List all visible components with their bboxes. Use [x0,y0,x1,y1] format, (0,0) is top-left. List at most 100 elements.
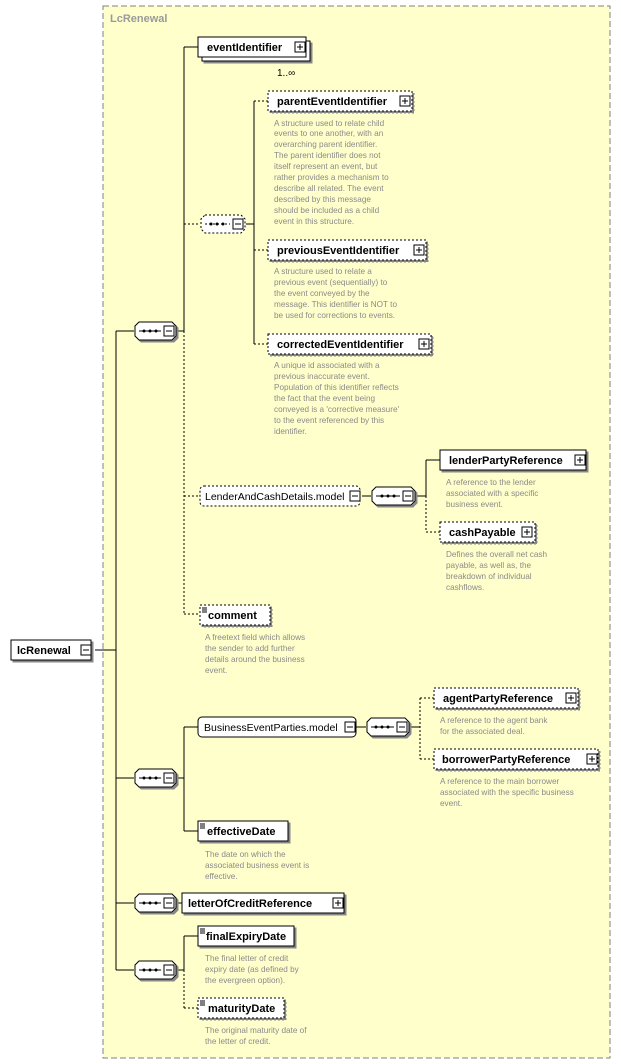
business-event-parties-group[interactable]: BusinessEventParties.model [197,716,357,738]
doc-line: identifier. [274,427,307,436]
corrected-event-identifier-label: correctedEventIdentifier [277,339,404,351]
parent-event-identifier-label: parentEventIdentifier [277,96,388,108]
lender-and-cash-details-group[interactable]: LenderAndCashDetails.model [199,485,361,507]
doc-line: Defines the overall net cash [446,550,547,559]
expand-icon[interactable] [332,897,344,909]
event-identifier-node[interactable]: eventIdentifier 1..∞ [197,36,311,79]
doc-line: event. [205,666,227,675]
simple-type-icon [202,607,207,613]
doc-line: A reference to the main borrower [440,777,560,786]
doc-line: for the associated deal. [440,727,525,736]
agent-party-reference-label: agentPartyReference [443,693,553,705]
doc-line: the letter of credit. [205,1037,271,1046]
doc-borrower-party-reference: A reference to the main borrower associa… [440,777,574,808]
final-expiry-date-node[interactable]: finalExpiryDate [197,925,295,947]
doc-final-expiry-date: The final letter of credit expiry date (… [205,954,300,985]
doc-line: events to one another, with an [274,129,384,138]
doc-line: details around the business [205,655,305,664]
collapse-icon[interactable] [80,644,92,656]
business-event-parties-label: BusinessEventParties.model [204,722,338,734]
effective-date-node[interactable]: effectiveDate [197,820,289,842]
collapse-icon[interactable] [349,490,361,502]
doc-line: Population of this identifier reflects [274,383,399,392]
collapse-icon[interactable] [344,721,356,733]
doc-corrected-event-identifier: A unique id associated with a previous i… [274,361,400,436]
doc-line: the sender to add further [205,644,295,653]
doc-line: The final letter of credit [205,954,289,963]
expand-icon[interactable] [399,95,411,107]
letter-of-credit-reference-label: letterOfCreditReference [188,898,312,910]
comment-node[interactable]: comment [199,604,271,626]
corrected-event-identifier-node[interactable]: correctedEventIdentifier [267,333,432,355]
borrower-party-reference-label: borrowerPartyReference [442,754,570,766]
doc-line: business event. [446,500,503,509]
sequence-icon[interactable] [134,893,177,913]
sequence-icon[interactable] [134,321,177,341]
doc-maturity-date: The original maturity date of the letter… [205,1026,307,1046]
doc-line: A reference to the lender [446,478,536,487]
doc-line: expiry date (as defined by [205,965,300,974]
sequence-icon[interactable] [371,486,416,506]
letter-of-credit-reference-node[interactable]: letterOfCreditReference [181,892,345,914]
doc-line: cashflows. [446,583,484,592]
doc-effective-date: The date on which the associated busines… [205,850,309,881]
doc-line: effective. [205,872,238,881]
doc-line: The original maturity date of [205,1026,307,1035]
expand-icon[interactable] [565,692,577,704]
doc-line: A freetext field which allows [205,633,305,642]
comment-label: comment [208,610,257,622]
expand-icon[interactable] [574,454,586,466]
doc-lender-party-reference: A reference to the lender associated wit… [446,478,538,509]
lender-party-reference-node[interactable]: lenderPartyReference [439,449,587,471]
doc-line: event in this structure. [274,217,354,226]
root-node[interactable]: lcRenewal [10,639,92,661]
doc-line: the event conveyed by the [274,289,370,298]
choice-icon[interactable] [200,214,246,234]
previous-event-identifier-node[interactable]: previousEventIdentifier [267,239,427,261]
doc-line: associated with the specific business [440,788,574,797]
doc-line: overarching parent identifier. [274,140,377,149]
doc-line: associated with a specific [446,489,538,498]
doc-parent-event-identifier: A structure used to relate child events … [274,119,389,226]
doc-line: A structure used to relate child [274,119,385,128]
doc-agent-party-reference: A reference to the agent bank for the as… [440,716,548,736]
sequence-icon[interactable] [134,960,177,980]
doc-line: the fact that the event being [274,394,375,403]
doc-line: described by this message [274,195,371,204]
doc-line: the evergreen option). [205,976,285,985]
agent-party-reference-node[interactable]: agentPartyReference [433,687,579,709]
expand-icon[interactable] [413,244,425,256]
doc-line: The date on which the [205,850,286,859]
event-identifier-label: eventIdentifier [207,42,283,54]
doc-line: A reference to the agent bank [440,716,548,725]
simple-type-icon [200,823,205,829]
doc-line: A unique id associated with a [274,361,380,370]
maturity-date-label: maturityDate [208,1003,275,1015]
sequence-icon[interactable] [366,717,410,737]
borrower-party-reference-node[interactable]: borrowerPartyReference [433,748,599,770]
root-label: lcRenewal [17,645,71,657]
doc-line: rather provides a mechanism to [274,173,389,182]
doc-line: be used for corrections to events. [274,311,395,320]
occurs-label: 1..∞ [277,68,295,79]
effective-date-label: effectiveDate [207,826,275,838]
parent-event-identifier-node[interactable]: parentEventIdentifier [267,90,413,112]
expand-icon[interactable] [586,753,598,765]
expand-icon[interactable] [418,338,430,350]
doc-comment: A freetext field which allows the sender… [205,633,305,675]
lender-party-reference-label: lenderPartyReference [449,455,563,467]
maturity-date-node[interactable]: maturityDate [197,997,285,1019]
final-expiry-date-label: finalExpiryDate [206,931,286,943]
cash-payable-node[interactable]: cashPayable [439,521,536,543]
doc-line: should be included as a child [274,206,380,215]
sequence-icon[interactable] [134,768,177,788]
expand-icon[interactable] [294,41,306,53]
group-title: LcRenewal [110,13,167,25]
cash-payable-label: cashPayable [449,527,516,539]
doc-line: payable, as well as, the [446,561,532,570]
expand-icon[interactable] [521,526,533,538]
lender-and-cash-details-label: LenderAndCashDetails.model [205,491,345,503]
doc-previous-event-identifier: A structure used to relate a previous ev… [274,267,397,320]
doc-line: previous inaccurate event. [274,372,370,381]
